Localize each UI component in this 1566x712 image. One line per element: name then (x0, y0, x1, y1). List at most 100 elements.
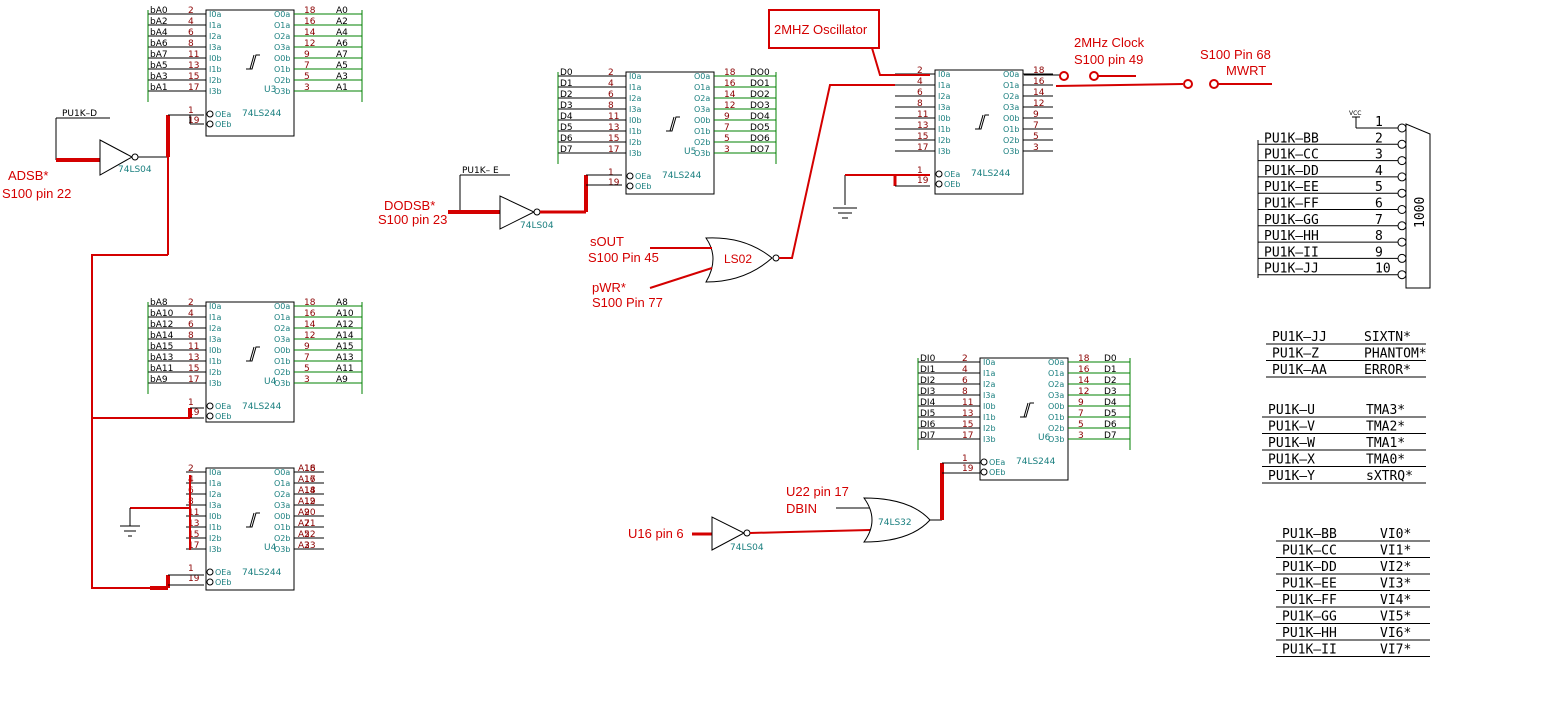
output-pin-name: O0b (274, 512, 290, 521)
oe-bubble (935, 180, 943, 188)
resistor-pin-number: 8 (1375, 229, 1383, 244)
resistor-pin-number: 7 (1375, 213, 1383, 228)
output-pin-name: O3b (1003, 147, 1019, 156)
output-pin-name: O3b (694, 149, 710, 158)
input-pin-number: 2 (962, 354, 968, 364)
input-signal-label: DI7 (920, 431, 935, 441)
output-pin-name: O1b (274, 65, 290, 74)
table-cell-pullup: PU1K–EE (1282, 577, 1337, 592)
output-pin-name: O1b (1003, 125, 1019, 134)
output-pin-name: O1b (274, 523, 290, 532)
oe-pin-number: 19 (188, 116, 200, 126)
input-pin-name: I2a (209, 324, 221, 333)
oe-bubble (206, 120, 214, 128)
input-pin-number: 15 (188, 530, 199, 540)
input-pin-name: I0a (938, 70, 950, 79)
table-cell-signal: TMA1* (1366, 436, 1405, 451)
or-gate (863, 497, 931, 543)
output-pin-number: 5 (1078, 420, 1084, 430)
output-pin-number: 16 (724, 79, 736, 89)
oe-bubble (980, 458, 988, 466)
table-cell-pullup: PU1K–GG (1282, 610, 1337, 625)
pwr-signal: pWR* (592, 280, 626, 295)
output-signal-label: A17 (298, 475, 316, 485)
input-pin-number: 2 (188, 6, 194, 16)
input-pin-number: 2 (188, 464, 194, 474)
input-pin-name: I2a (983, 380, 995, 389)
output-pin-name: O1a (274, 479, 290, 488)
input-pin-number: 13 (188, 519, 199, 529)
chip-part: 74LS244 (242, 402, 282, 412)
input-pin-number: 6 (962, 376, 968, 386)
input-pin-number: 4 (608, 79, 614, 89)
input-pin-name: I3b (938, 147, 951, 156)
input-pin-name: I1b (938, 125, 951, 134)
output-pin-number: 7 (724, 123, 730, 133)
input-pin-name: I0a (983, 358, 995, 367)
chip-body (934, 69, 1024, 195)
table-cell-signal: VI5* (1380, 610, 1411, 625)
output-signal-label: D3 (1104, 387, 1117, 397)
oe-pin-number: 19 (188, 574, 200, 584)
oe-bubble (626, 182, 634, 190)
or-part-label: 74LS32 (878, 518, 912, 528)
output-signal-label: A10 (336, 309, 354, 319)
output-pin-number: 5 (304, 530, 310, 540)
output-pin-name: O1a (1003, 81, 1019, 90)
input-pin-number: 17 (608, 145, 619, 155)
chip-body (625, 71, 715, 195)
output-pin-number: 18 (724, 68, 736, 78)
resistor-pin (1397, 221, 1407, 231)
input-pin-number: 2 (917, 66, 923, 76)
output-signal-label: A8 (336, 298, 348, 308)
output-pin-number: 5 (304, 364, 310, 374)
table-cell-signal: VI2* (1380, 560, 1411, 575)
chip-ref: U3 (264, 85, 276, 95)
input-pin-number: 6 (188, 320, 194, 330)
input-pin-name: I0b (209, 346, 222, 355)
output-pin-number: 12 (304, 39, 315, 49)
u16-pin-label: U16 pin 6 (628, 526, 684, 541)
oe-pin-name: OEb (215, 120, 231, 129)
output-pin-name: O1b (274, 357, 290, 366)
table-cell-signal: SIXTN* (1364, 330, 1411, 345)
resistor-pin (1397, 188, 1407, 198)
dodsb-pin-label: S100 pin 23 (378, 212, 447, 227)
input-pin-name: I1b (629, 127, 642, 136)
output-signal-label: A15 (336, 342, 354, 352)
output-pin-name: O1a (1048, 369, 1064, 378)
table-cell-signal: TMA2* (1366, 420, 1405, 435)
input-pin-number: 4 (962, 365, 968, 375)
input-pin-name: I2a (938, 92, 950, 101)
input-pin-name: I2a (629, 94, 641, 103)
output-pin-number: 5 (304, 72, 310, 82)
oe-bubble (206, 568, 214, 576)
resistor-row-label: PU1K–BB (1264, 131, 1319, 146)
input-pin-name: I1a (209, 479, 221, 488)
chip-part: 74LS244 (242, 109, 282, 119)
output-pin-number: 14 (1033, 88, 1045, 98)
output-pin-number: 14 (304, 486, 316, 496)
output-signal-label: A0 (336, 6, 348, 16)
input-pin-name: I3b (209, 545, 222, 554)
input-signal-label: bA1 (150, 83, 168, 93)
table-cell-pullup: PU1K–W (1268, 436, 1315, 451)
resistor-row-label: PU1K–II (1264, 245, 1319, 260)
chip-body (205, 9, 295, 137)
input-pin-name: I1b (209, 523, 222, 532)
input-pin-name: I2b (983, 424, 996, 433)
input-pin-number: 4 (188, 309, 194, 319)
output-signal-label: DO7 (750, 145, 770, 155)
input-pin-name: I3a (209, 43, 221, 52)
output-pin-number: 9 (304, 342, 310, 352)
schmitt-symbol (246, 512, 260, 528)
output-signal-label: A12 (336, 320, 354, 330)
output-signal-label: DO1 (750, 79, 770, 89)
output-signal-label: A16 (298, 464, 316, 474)
input-pin-name: I3a (209, 335, 221, 344)
u22-pin-label: U22 pin 17 (786, 484, 849, 499)
oe-pin-name: OEa (215, 402, 231, 411)
input-signal-label: bA11 (150, 364, 173, 374)
output-pin-number: 5 (1033, 132, 1039, 142)
